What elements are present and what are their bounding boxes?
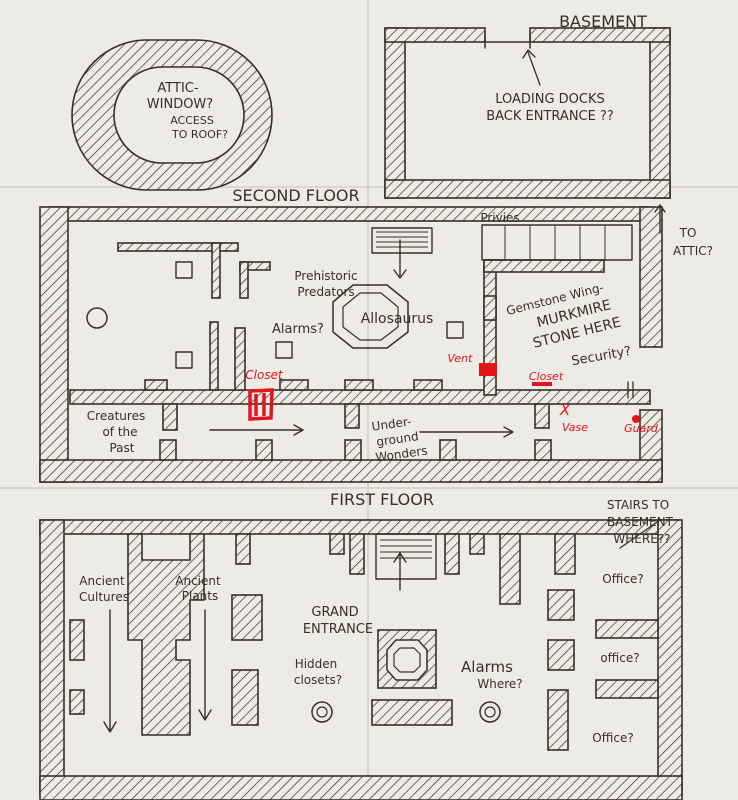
prehistoric-predators-line-2: Predators bbox=[297, 285, 354, 299]
office-label-1: Office? bbox=[602, 572, 643, 586]
stairs-basement-line-3: WHERE?? bbox=[613, 532, 670, 546]
ancient-plants-line-2: Plants bbox=[182, 589, 219, 603]
attic-stairs-steps bbox=[376, 231, 428, 248]
underground-label-line-1: Under- bbox=[371, 414, 412, 433]
first-floor-heading: FIRST FLOOR bbox=[330, 490, 434, 509]
vase-x-mark: X bbox=[559, 401, 571, 419]
grand-entrance-line-1: GRAND bbox=[311, 605, 358, 620]
basement-plan bbox=[384, 27, 671, 199]
first-floor-features bbox=[69, 519, 661, 751]
attic-plan bbox=[71, 39, 273, 191]
attic-note-line-1: ATTIC- bbox=[157, 81, 198, 96]
second-floor-features bbox=[86, 204, 666, 461]
guard-marker bbox=[632, 415, 640, 423]
alarms-label: Alarms? bbox=[272, 322, 324, 337]
red-annotation-marks bbox=[248, 363, 640, 423]
closet-left-label: Closet bbox=[245, 368, 284, 382]
hidden-closets-line-1: Hidden bbox=[295, 657, 338, 671]
creatures-label-line-1: Creatures bbox=[87, 409, 145, 423]
vent-label: Vent bbox=[448, 352, 474, 365]
prehistoric-predators-line-1: Prehistoric bbox=[294, 269, 357, 283]
alarms-where-line-1: Alarms bbox=[461, 658, 513, 676]
privies-stalls bbox=[504, 225, 606, 260]
creatures-label-line-3: Past bbox=[109, 441, 134, 455]
guard-label: Guard bbox=[624, 422, 659, 435]
office-label-3: Office? bbox=[592, 731, 633, 745]
ancient-cultures-line-2: Cultures bbox=[79, 590, 129, 604]
grand-entrance-line-2: ENTRANCE bbox=[303, 622, 373, 637]
privies-label: Privies bbox=[480, 211, 519, 225]
underground-label-line-2: ground bbox=[375, 429, 419, 449]
alarms-where-line-2: Where? bbox=[477, 677, 522, 691]
basement-note-line-2: BACK ENTRANCE ?? bbox=[486, 109, 614, 124]
vent-marking bbox=[479, 363, 497, 376]
attic-note-line-2: WINDOW? bbox=[147, 97, 213, 112]
allosaurus-label: Allosaurus bbox=[361, 311, 434, 327]
closet-right-label: Closet bbox=[529, 370, 564, 383]
second-floor-heading: SECOND FLOOR bbox=[232, 186, 359, 205]
entrance-stairs-steps bbox=[380, 539, 432, 559]
creatures-label-line-2: of the bbox=[102, 425, 137, 439]
second-floor-walls bbox=[39, 206, 663, 483]
vase-label: Vase bbox=[562, 421, 588, 434]
to-attic-label-line-1: TO bbox=[679, 226, 697, 240]
closet-left-marking bbox=[248, 388, 274, 421]
basement-heading: BASEMENT bbox=[559, 12, 647, 31]
to-attic-label-line-2: ATTIC? bbox=[673, 244, 713, 258]
stairs-basement-line-2: BASEMENT bbox=[607, 515, 674, 529]
attic-note-line-4: TO ROOF? bbox=[171, 128, 228, 141]
basement-note-line-1: LOADING DOCKS bbox=[495, 92, 605, 107]
hidden-closets-line-2: closets? bbox=[294, 673, 342, 687]
stairs-basement-line-1: STAIRS TO bbox=[607, 498, 669, 512]
first-floor-walls bbox=[39, 519, 683, 800]
ancient-cultures-line-1: Ancient bbox=[79, 574, 125, 588]
office-label-2: office? bbox=[600, 651, 639, 665]
ancient-plants-line-1: Ancient bbox=[175, 574, 221, 588]
attic-note-line-3: ACCESS bbox=[170, 114, 214, 127]
